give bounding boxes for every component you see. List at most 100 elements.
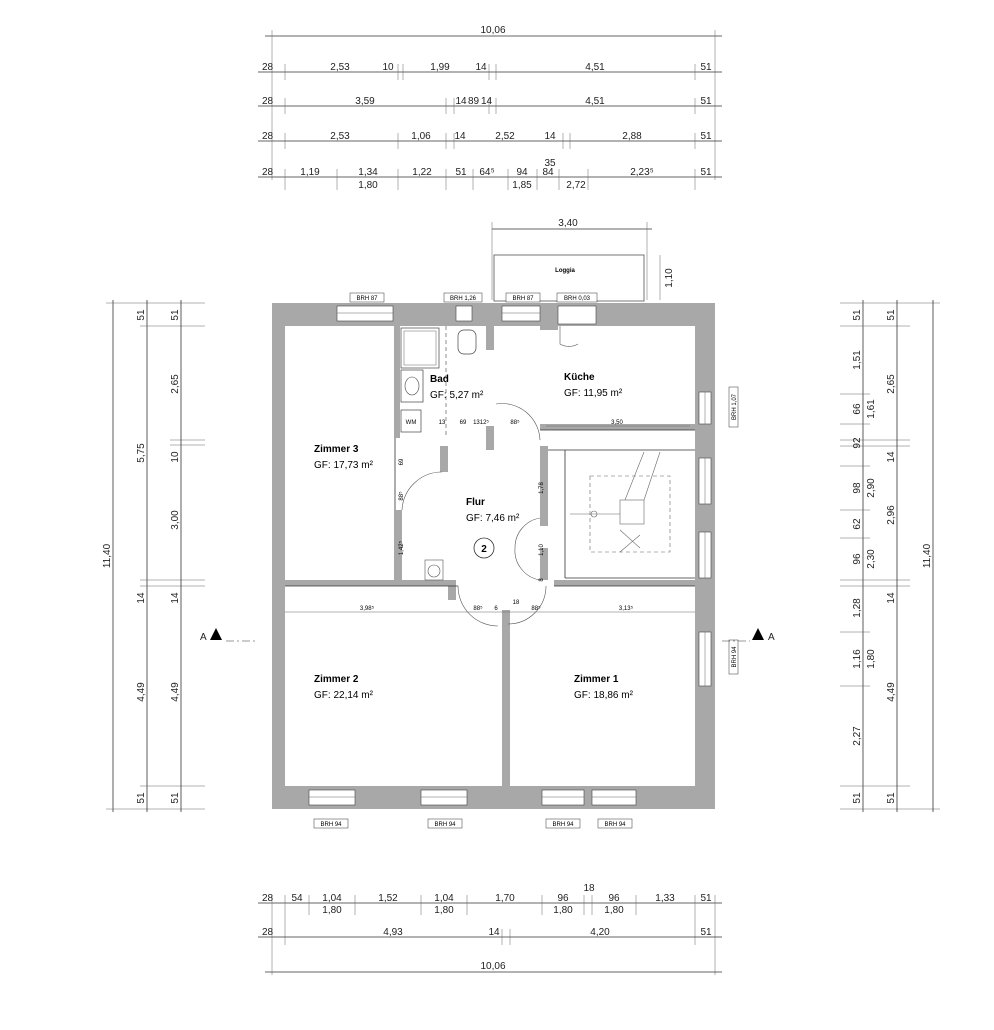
window-lines [309,312,706,798]
bottom-row1-dim-2: 1,04 [322,893,342,904]
left-inner-2: 10 [170,451,181,463]
inner-dim-z1w: 3,13⁵ [619,605,634,612]
left-inner-3: 3,00 [170,510,181,530]
top-row4-dim-5: 64⁵ [479,167,494,178]
right-inner-5: 62 [852,518,863,530]
bottom-row2-dim-0: 28 [262,927,274,938]
loggia-depth: 1,10 [664,268,675,288]
top-row2-dim-4: 14 [481,96,493,107]
top-row3-dim-1: 2,53 [330,131,350,142]
stairway [570,451,671,553]
room-flur-name: Flur [466,497,485,508]
bottom-row2-dim-1: 4,93 [383,927,403,938]
top-row2-dim-5: 4,51 [585,96,605,107]
inner-dim-z3b: 88⁵ [398,491,405,501]
right-inner-3: 92 [852,437,863,449]
top-row4-dim-6: 94 [516,167,528,178]
loggia-label: Loggia [555,268,575,274]
room-kueche-name: Küche [564,372,595,383]
inner-dim-door1: 88⁵ [473,605,483,612]
right-mid-0: 1,61 [866,399,877,419]
section-markers: A A [200,628,775,643]
top-row4-dim-7: 84 [542,167,554,178]
brh-bottom-2: BRH 94 [552,822,574,828]
bottom-row1-dim-4: 1,04 [434,893,454,904]
bottom-row1-dim-1: 54 [291,893,303,904]
top-row3-dim-6: 2,88 [622,131,642,142]
inner-dim-d1: 3,50 [611,420,623,426]
top-row1-dim-5: 4,51 [585,62,605,73]
bottom-row1-sub-0: 1,80 [322,905,342,916]
left-outer-3: 4,49 [136,682,147,702]
top-row1-dim-4: 14 [475,62,487,73]
brh-top-1: BRH 1,26 [450,296,477,302]
top-row2-dim-1: 3,59 [355,96,375,107]
right-inner-6: 96 [852,553,863,565]
inner-dim-flur3: 8 [539,578,545,582]
right-inner-10: 51 [852,792,863,804]
top-row1-dim-2: 10 [382,62,394,73]
right-inner-7: 1,28 [852,598,863,618]
interior-dimensions: 3,50 88⁵ 13 69 1312⁵ 69 88⁵ 1,42⁵ 1,78 1… [285,419,695,613]
top-row4-dim-8: 2,23⁵ [630,167,654,178]
room-flur-area: GF: 7,46 m² [466,513,520,524]
right-inner-0: 51 [852,309,863,321]
right-inner-8: 1,16 [852,649,863,669]
brh-right-0: BRH 1,07 [732,393,738,420]
right-outer-6: 51 [886,792,897,804]
left-inner-1: 2,65 [170,374,181,394]
left-dimension-chains: 11,40 51 5,75 14 4,49 51 51 2,65 10 3,00… [102,300,205,812]
top-row3-dim-5: 14 [544,131,556,142]
washing-machine-label: WM [406,420,417,426]
bottom-row2-dim-4: 51 [700,927,712,938]
top-row4-bottom-1: 1,85 [512,180,532,191]
bottom-row1-dim-10: 51 [700,893,712,904]
room-bad-area: GF: 5,27 m² [430,390,484,401]
left-inner-6: 51 [170,792,181,804]
bottom-row1-dim-9: 1,33 [655,893,675,904]
top-row1-dim-3: 1,99 [430,62,450,73]
top-row1-dim-1: 2,53 [330,62,350,73]
bottom-row1-dim-5: 1,70 [495,893,515,904]
top-row3-dim-7: 51 [700,131,712,142]
top-row3-dim-3: 14 [454,131,466,142]
top-row3-dim-4: 2,52 [495,131,515,142]
room-bad-name: Bad [430,374,449,385]
inner-dim-d3: 13 [439,420,446,426]
bottom-dimension-chains: 28 54 1,04 1,52 1,04 1,70 96 18 96 1,33 … [258,883,722,975]
top-row2-dim-6: 51 [700,96,712,107]
brh-top-3: BRH 0,03 [564,296,591,302]
interior-wall-lines [285,429,695,587]
inner-dim-z3c: 1,42⁵ [398,540,405,555]
right-outer-0: 51 [886,309,897,321]
top-row2-dim-2: 14 [455,96,467,107]
top-dimension-chains: 10,06 28 2,53 10 1,99 14 4,51 51 28 3,59… [258,25,722,191]
top-row4-extra: 35 [544,158,556,169]
inner-dim-door4: 88⁵ [531,605,541,612]
bottom-row1-dim-3: 1,52 [378,893,398,904]
section-marker-right: A [768,632,775,643]
bottom-overall-dim: 10,06 [480,961,505,972]
left-outer-0: 51 [136,309,147,321]
bathroom-fixtures: WM [400,326,477,438]
room-zimmer3-area: GF: 17,73 m² [314,460,374,471]
inner-dim-door3: 18 [513,600,520,606]
top-row4-bottom-2: 2,72 [566,180,586,191]
right-inner-1: 1,51 [852,350,863,370]
brh-top-2: BRH 87 [512,296,534,302]
inner-dim-flur1: 1,78 [539,482,545,494]
room-zimmer1-name: Zimmer 1 [574,674,619,685]
top-row3-dim-0: 28 [262,131,274,142]
left-overall: 11,40 [102,543,113,568]
right-mid-3: 1,80 [866,649,877,669]
inner-dim-d2: 88⁵ [510,419,520,426]
brh-labels: BRH 87 BRH 1,26 BRH 87 BRH 0,03 BRH 1,07… [313,292,739,829]
left-inner-5: 4,49 [170,682,181,702]
brh-bottom-1: BRH 94 [434,822,456,828]
top-row4-dim-0: 28 [262,167,274,178]
exterior-walls [272,303,715,809]
left-inner-4: 14 [170,592,181,604]
loggia-width: 3,40 [558,218,578,229]
right-outer-1: 2,65 [886,374,897,394]
